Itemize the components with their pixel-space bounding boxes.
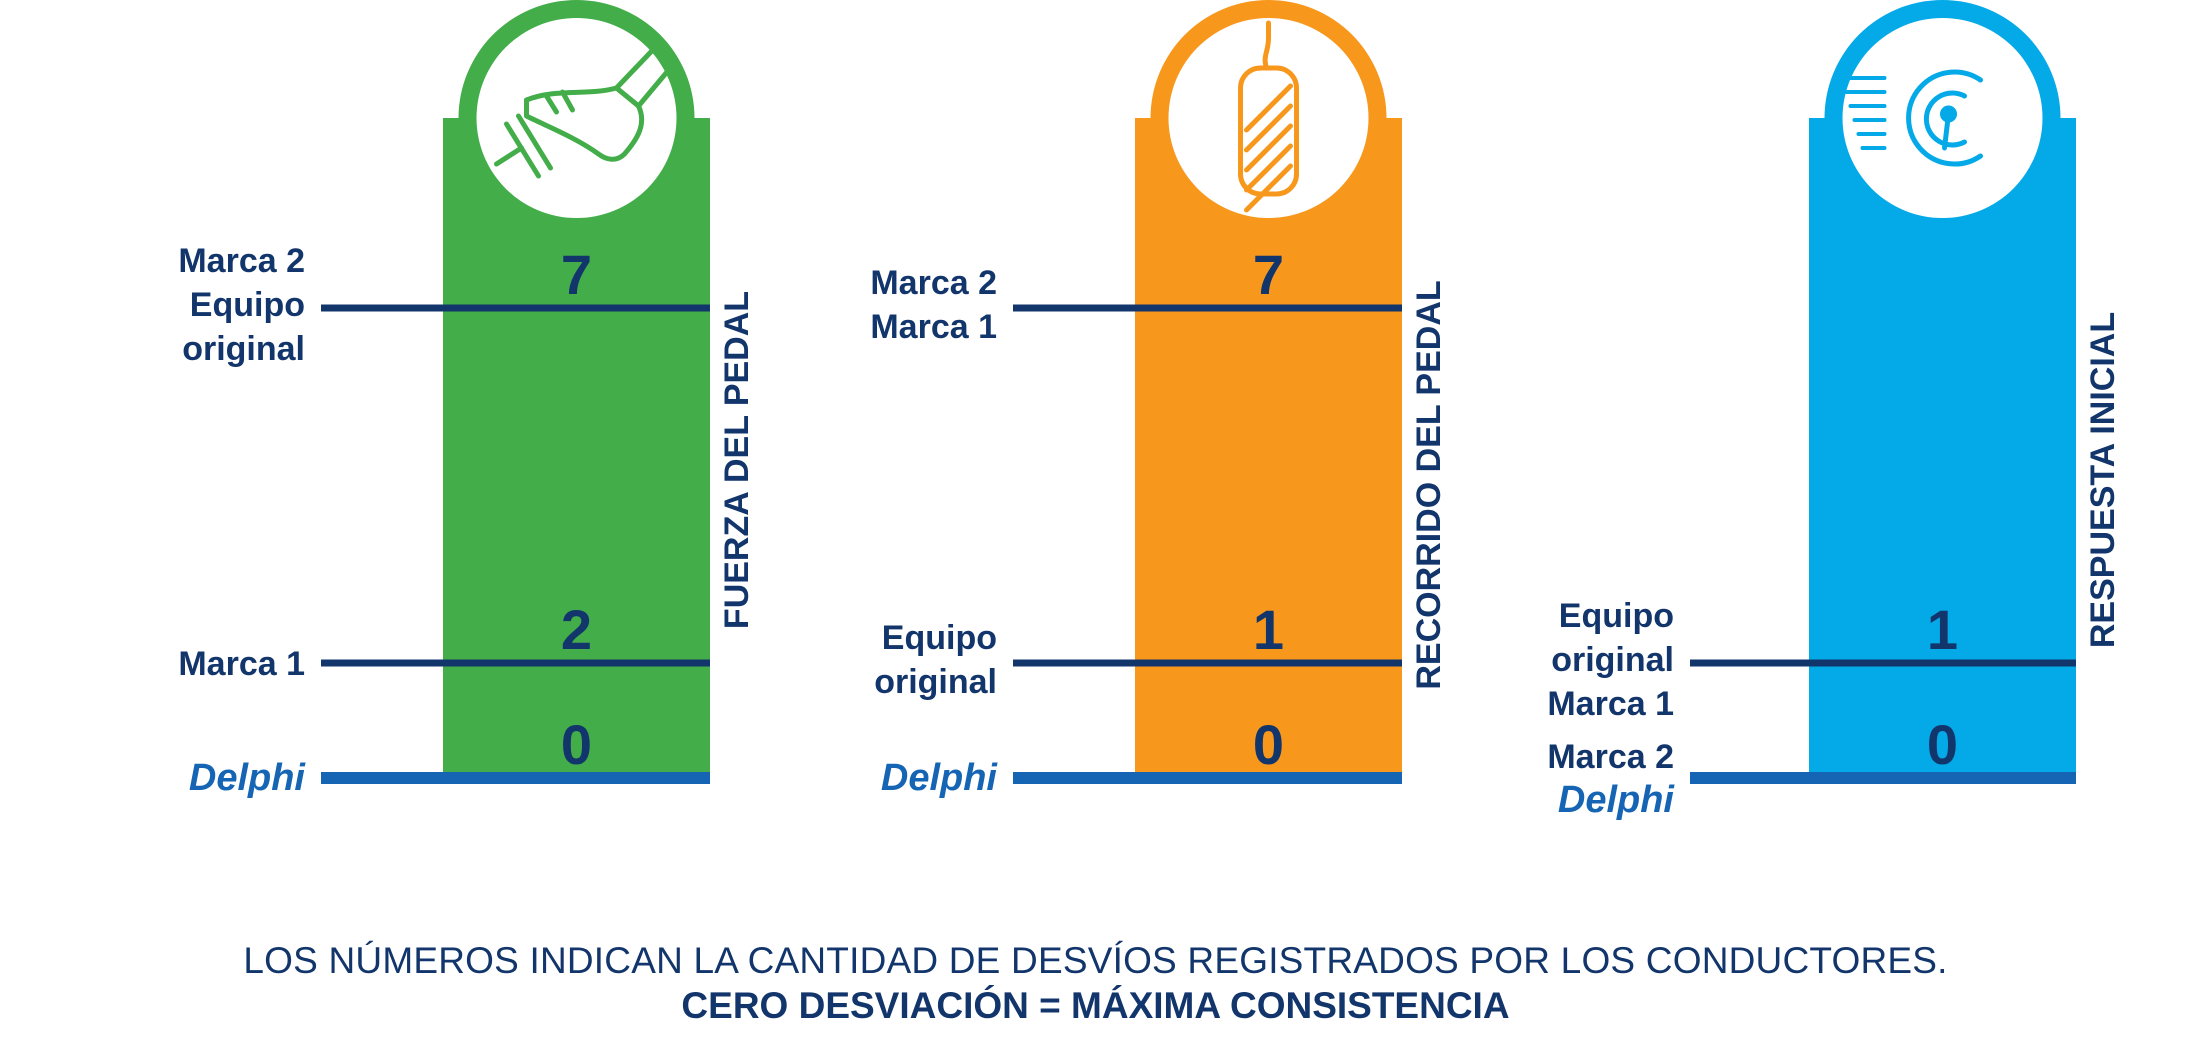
icon-badge xyxy=(476,18,677,218)
value-label: 0 xyxy=(1253,713,1284,776)
value-label: 7 xyxy=(1253,243,1284,306)
chart-title: FUERZA DEL PEDAL xyxy=(718,291,756,629)
brand-label: Marca 2 xyxy=(1547,738,1674,776)
brake-pedal-icon xyxy=(1238,20,1299,213)
caption-note: LOS NÚMEROS INDICAN LA CANTIDAD DE DESVÍ… xyxy=(243,940,1948,981)
brand-label: Marca 2 xyxy=(870,264,997,302)
value-label: 0 xyxy=(561,713,592,776)
speedometer-icon xyxy=(1840,69,1983,167)
brand-label: Equipo xyxy=(190,286,305,324)
brand-label: Marca 1 xyxy=(178,645,305,683)
caption-emphasis: CERO DESVIACIÓN = MÁXIMA CONSISTENCIA xyxy=(681,985,1510,1026)
value-label: 1 xyxy=(1253,598,1284,661)
delphi-label: Delphi xyxy=(1558,779,1676,821)
value-label: 2 xyxy=(561,598,592,661)
brand-label: Marca 1 xyxy=(870,308,997,346)
value-label: 1 xyxy=(1927,598,1958,661)
foot-on-pedal-icon xyxy=(494,43,677,179)
brand-label: Marca 1 xyxy=(1547,685,1674,723)
icon-badge xyxy=(1168,18,1369,218)
chart-title: RECORRIDO DEL PEDAL xyxy=(1410,280,1448,689)
value-label: 7 xyxy=(561,243,592,306)
brand-label: original xyxy=(1551,641,1674,679)
delphi-label: Delphi xyxy=(189,757,307,799)
value-label: 0 xyxy=(1927,713,1958,776)
brand-label: Equipo xyxy=(1559,597,1674,635)
brand-label: original xyxy=(182,330,305,368)
brand-label: Equipo xyxy=(882,619,997,657)
delphi-label: Delphi xyxy=(881,757,999,799)
chart-title: RESPUESTA INICIAL xyxy=(2084,312,2122,648)
brand-label: Marca 2 xyxy=(178,242,305,280)
brand-label: original xyxy=(874,663,997,701)
